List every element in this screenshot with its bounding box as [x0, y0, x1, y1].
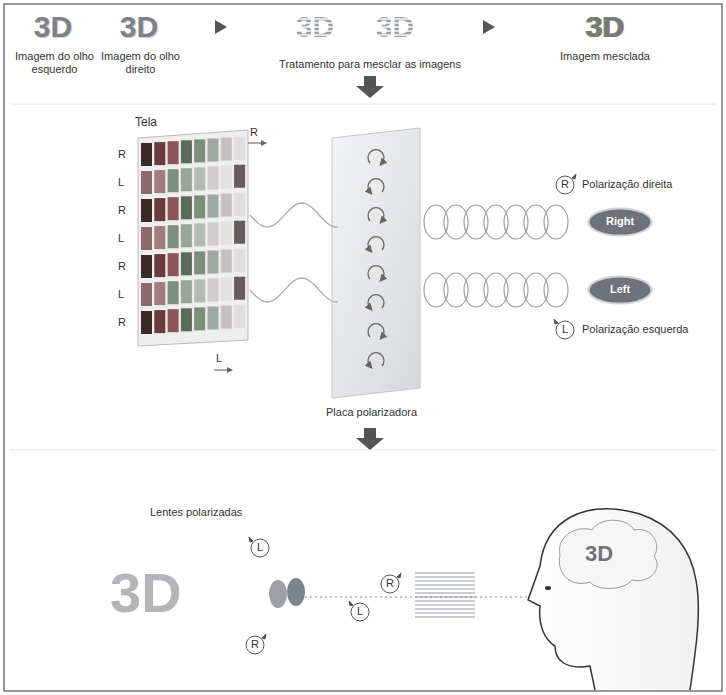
3d-image-text: 3D [280, 12, 350, 42]
small-arrow [483, 20, 495, 34]
label: L [355, 605, 365, 618]
label: R [250, 126, 258, 139]
label: Lentes polarizadas [150, 506, 242, 519]
label: Polarização esquerda [582, 323, 688, 336]
3d-image-text: 3D [104, 12, 174, 42]
small-arrow [215, 20, 227, 34]
label: L [118, 176, 124, 189]
frame [4, 4, 722, 691]
down-arrow [356, 76, 384, 98]
light-waves [250, 203, 338, 302]
circular-polarization-coils [424, 205, 568, 307]
label: Polarização direita [582, 178, 673, 191]
label: R [118, 148, 126, 161]
label: L [118, 288, 124, 301]
polarization-symbol [246, 174, 576, 654]
direction-arrow [248, 143, 264, 144]
direction-arrow [214, 370, 230, 371]
head-outline [528, 509, 698, 690]
label: Tratamento para mesclar as imagens [260, 58, 480, 71]
polarizer-plate [332, 128, 420, 398]
label: Tela [135, 116, 157, 129]
label: Imagem mesclada [560, 50, 650, 63]
3d-image-text: 3D [360, 12, 430, 42]
label: R [118, 316, 126, 329]
3d-image-text: 3D [18, 12, 88, 42]
brain [559, 520, 657, 588]
node-text: Right [587, 215, 653, 228]
label: L [118, 232, 124, 245]
eye [545, 586, 551, 590]
label: L [216, 352, 222, 365]
label: Imagem do olho esquerdo [12, 50, 97, 76]
polarization-ellipse: Right [587, 207, 653, 237]
label: R [118, 204, 126, 217]
label: 3D [585, 542, 613, 566]
plate-symbols [368, 150, 384, 366]
label: R [385, 577, 395, 590]
down-arrow [356, 428, 384, 450]
sight-line [305, 597, 540, 598]
separator [10, 450, 716, 451]
screen [138, 130, 248, 346]
polarized-lenses [269, 578, 305, 608]
separator [10, 104, 716, 105]
label: R [250, 638, 260, 651]
label: R [118, 260, 126, 273]
label: R [560, 178, 570, 191]
label: 3D [110, 562, 182, 624]
node-text: Left [587, 283, 653, 296]
faded-image [415, 570, 475, 620]
label: L [255, 541, 265, 554]
3d-image-text: 3D [570, 12, 640, 42]
label: Imagem do olho direito [98, 50, 183, 76]
polarization-ellipse: Left [587, 275, 653, 305]
label: L [560, 323, 570, 336]
label: Placa polarizadora [326, 406, 417, 419]
